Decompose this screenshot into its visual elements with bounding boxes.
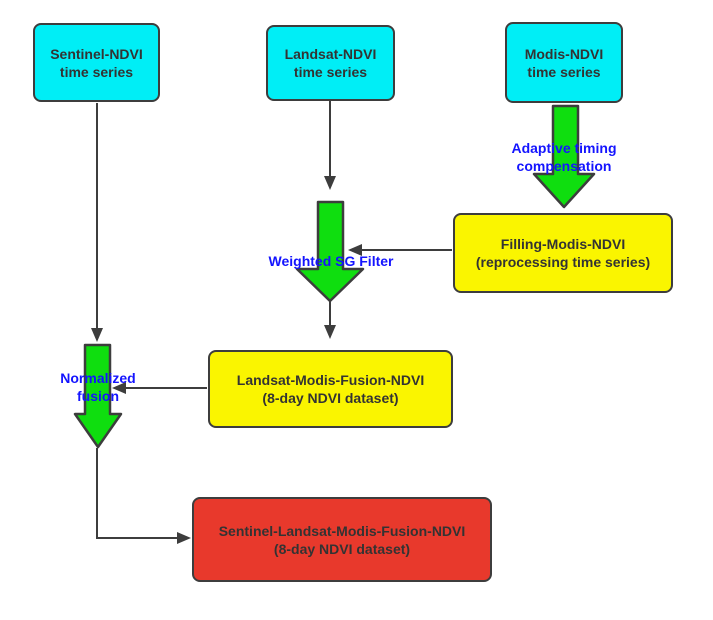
- node-modis-ndvi-line1: Modis-NDVI: [524, 45, 604, 62]
- edge-label-normalized-fusion-line1: Normalized: [60, 370, 136, 386]
- weighted-sg-block-arrow: [295, 200, 365, 303]
- edge-label-adaptive-timing-line2: compensation: [516, 158, 612, 174]
- sentinel-elbow-arrowhead: [177, 532, 191, 544]
- edge-label-adaptive-timing: Adaptive timing compensation: [464, 139, 664, 175]
- sentinel-down-arrowhead: [91, 328, 103, 342]
- node-landsat-ndvi-line2: time series: [293, 64, 368, 80]
- node-sentinel-ndvi: Sentinel-NDVI time series: [33, 23, 160, 102]
- edge-label-normalized-fusion: Normalized fusion: [18, 369, 178, 405]
- edge-label-adaptive-timing-line1: Adaptive timing: [511, 140, 617, 156]
- fusion-to-normalized-arrowhead: [112, 382, 126, 394]
- node-landsat-modis-fusion-ndvi-line1: Landsat-Modis-Fusion-NDVI: [236, 372, 425, 388]
- node-sentinel-landsat-modis-fusion-ndvi-line2: (8-day NDVI dataset): [273, 540, 411, 557]
- edge-label-weighted-sg-filter-line1: Weighted SG Filter: [268, 253, 394, 269]
- landsat-to-fusion-arrowhead: [324, 325, 336, 339]
- filling-to-weighted-arrowhead: [348, 244, 362, 256]
- node-landsat-ndvi: Landsat-NDVI time series: [266, 25, 395, 101]
- normalized-fusion-block-arrow: [73, 343, 123, 449]
- landsat-down-arrowhead: [324, 176, 336, 190]
- node-sentinel-ndvi-line1: Sentinel-NDVI: [50, 45, 143, 62]
- node-filling-modis-ndvi-line2: (reprocessing time series): [475, 254, 651, 270]
- edge-label-normalized-fusion-line2: fusion: [77, 388, 119, 404]
- node-sentinel-landsat-modis-fusion-ndvi: Sentinel-Landsat-Modis-Fusion-NDVI (8-da…: [192, 497, 492, 582]
- node-landsat-ndvi-line1: Landsat-NDVI: [284, 46, 377, 62]
- node-modis-ndvi-line2: time series: [527, 63, 601, 80]
- adaptive-timing-block-arrow: [532, 104, 596, 209]
- edge-label-weighted-sg-filter: Weighted SG Filter: [246, 252, 416, 270]
- sentinel-elbow-line: [96, 448, 179, 539]
- node-filling-modis-ndvi: Filling-Modis-NDVI (reprocessing time se…: [453, 213, 673, 293]
- node-sentinel-ndvi-line2: time series: [59, 63, 134, 80]
- node-landsat-modis-fusion-ndvi: Landsat-Modis-Fusion-NDVI (8-day NDVI da…: [208, 350, 453, 428]
- node-filling-modis-ndvi-line1: Filling-Modis-NDVI: [500, 236, 626, 252]
- node-modis-ndvi: Modis-NDVI time series: [505, 22, 623, 103]
- node-sentinel-landsat-modis-fusion-ndvi-line1: Sentinel-Landsat-Modis-Fusion-NDVI: [218, 522, 466, 539]
- node-landsat-modis-fusion-ndvi-line2: (8-day NDVI dataset): [262, 390, 399, 406]
